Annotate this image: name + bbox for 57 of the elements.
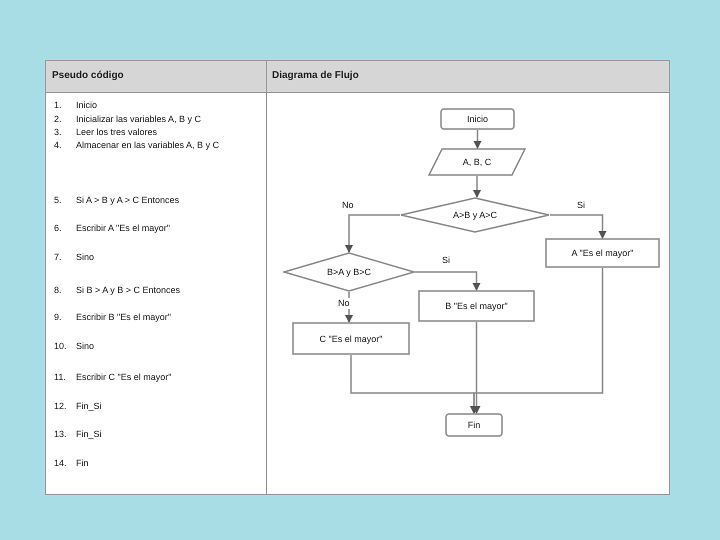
pseudocode-line: Inicio	[76, 100, 98, 111]
pseudocode-line: Si A > B y A > C Entonces	[76, 195, 180, 206]
pseudocode-line: Fin_Si	[76, 429, 103, 440]
arrow	[345, 214, 400, 253]
node-label: Fin	[468, 420, 480, 430]
step-number: 5.	[54, 195, 62, 206]
step-number: 12.	[54, 401, 67, 412]
pseudocode-line: Escribir B "Es el mayor"	[76, 312, 172, 323]
edge-label: No	[336, 298, 352, 309]
step-number: 2.	[54, 114, 62, 125]
column-header: Pseudo código	[52, 70, 124, 81]
node-label: B>A y B>C	[326, 267, 372, 277]
step-number: 7.	[54, 252, 62, 263]
node-label: A "Es el mayor"	[572, 248, 634, 258]
edge-label: Si	[575, 200, 588, 211]
terminal-box	[445, 413, 503, 437]
pseudocode-line: Almacenar en las variables A, B y C	[76, 140, 220, 151]
arrow	[415, 271, 480, 291]
step-number: 9.	[54, 312, 62, 323]
step-number: 14.	[54, 458, 67, 469]
arrow	[345, 292, 353, 323]
step-number: 13.	[54, 429, 67, 440]
step-number: 6.	[54, 223, 62, 234]
node-label: B "Es el mayor"	[445, 301, 508, 311]
step-number: 3.	[54, 127, 62, 138]
pseudocode-line: Si B > A y B > C Entonces	[76, 285, 182, 296]
pseudocode-line: Sino	[76, 252, 96, 263]
edge-label: No	[340, 200, 356, 211]
step-number: 10.	[54, 341, 67, 352]
step-number: 1.	[54, 100, 62, 111]
step-number: 8.	[54, 285, 62, 296]
edge-label: Si	[440, 255, 452, 266]
node-label: Inicio	[466, 114, 488, 124]
pseudocode-line: Sino	[76, 341, 96, 352]
terminal-box	[440, 108, 515, 130]
pseudocode-line: Fin	[76, 458, 90, 469]
arrow	[472, 322, 480, 414]
process-box	[418, 290, 535, 322]
node-label: C "Es el mayor"	[320, 334, 382, 344]
step-number: 11.	[54, 372, 66, 383]
pseudocode-line: Escribir A "Es el mayor"	[76, 223, 171, 234]
arrow	[550, 214, 606, 239]
column-header: Diagrama de Flujo	[272, 70, 359, 81]
node-label: A>B y A>C	[452, 210, 498, 220]
decision-diamond	[400, 197, 550, 233]
arrow	[470, 268, 604, 414]
arrow	[473, 176, 481, 198]
process-box	[545, 238, 660, 268]
pseudocode-line: Fin_Si	[76, 401, 103, 412]
step-number: 4.	[54, 140, 62, 151]
arrow	[474, 130, 482, 149]
process-box	[292, 322, 410, 355]
pseudocode-line: Leer los tres valores	[76, 127, 158, 138]
node-label: A, B, C	[462, 157, 492, 167]
pseudocode-line: Inicializar las variables A, B y C	[76, 114, 202, 125]
decision-diamond	[283, 252, 415, 292]
pseudocode-line: Escribir C "Es el mayor"	[76, 372, 172, 383]
